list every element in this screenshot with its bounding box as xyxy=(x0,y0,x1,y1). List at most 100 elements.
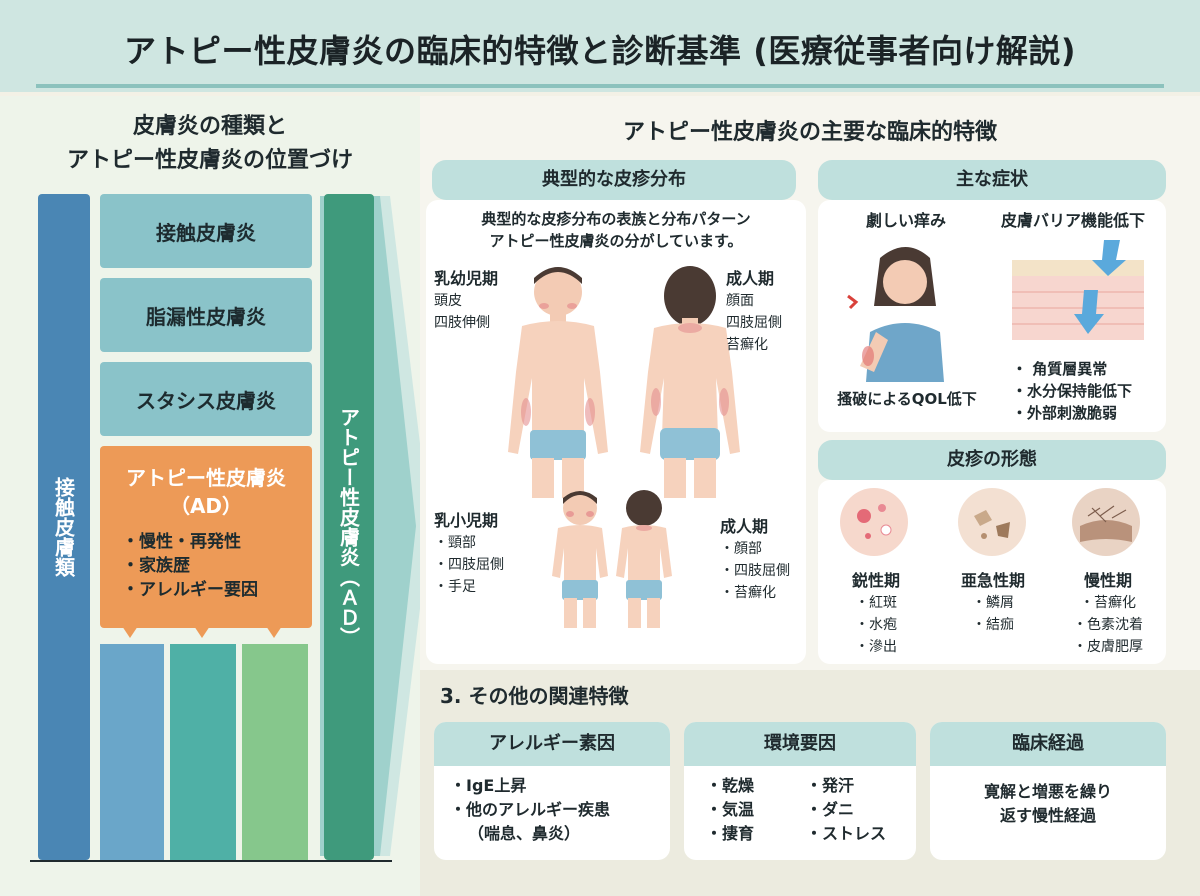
child-front-figure xyxy=(552,491,608,628)
stage-item: 苔癬化 xyxy=(726,337,768,353)
chronic-lesion-icon xyxy=(1072,488,1140,556)
title-band xyxy=(0,0,1200,92)
allergy-item: （喘息、鼻炎） xyxy=(468,824,581,843)
adult-front-figure xyxy=(508,267,608,498)
stage-item: ・苔癬化 xyxy=(720,585,776,601)
phase-item: ・滲出 xyxy=(855,639,897,655)
phase-item: ・皮膚肥厚 xyxy=(1073,639,1143,655)
phase-chronic: 慢性期 ・苔癬化 ・色素沈着 ・皮膚肥厚 xyxy=(1058,570,1158,658)
stage-child: 乳小児期 ・頸部 ・四肢屈側 ・手足 xyxy=(434,510,534,598)
dermatitis-box-label: 脂漏性皮膚炎 xyxy=(146,304,266,329)
allergy-card-title: アレルギー素因 xyxy=(434,722,670,766)
phase-name: 亜急性期 xyxy=(960,571,1025,590)
phase-item: ・水疱 xyxy=(855,617,897,633)
phase-subacute: 亜急性期 ・鱗屑 ・結痂 xyxy=(946,570,1040,636)
stage-adult-bottom: 成人期 ・顔部 ・四肢屈側 ・苔癬化 xyxy=(720,516,806,604)
environment-col1: ・乾燥 ・気温 ・捿育 xyxy=(706,774,796,846)
stage-item: ・四肢屈側 xyxy=(434,557,504,573)
dermatitis-box-label: スタシス皮膚炎 xyxy=(136,388,276,413)
environment-item: ・ダニ xyxy=(806,800,855,819)
stage-item: 頭皮 xyxy=(434,293,462,309)
ad-box-title: アトピー性皮膚炎 xyxy=(126,466,286,490)
left-heading-line1: 皮膚炎の種類と xyxy=(132,114,287,139)
adult-back-figure xyxy=(640,266,740,498)
subacute-lesion-icon xyxy=(958,488,1026,556)
ad-box: アトピー性皮膚炎 （AD） ・慢性・再発性 ・家族歴 ・アレルギー要因 xyxy=(100,446,312,628)
ad-box-pointers xyxy=(122,626,282,638)
environment-item: ・発汗 xyxy=(806,776,855,795)
stage-item: ・顔部 xyxy=(720,541,762,557)
stage-name: 成人期 xyxy=(720,517,769,536)
phase-item: ・苔癬化 xyxy=(1080,595,1136,611)
dermatitis-box-stasis: スタシス皮膚炎 xyxy=(100,362,312,436)
course-text-line2: 返す慢性経過 xyxy=(999,806,1096,825)
acute-lesion-icon xyxy=(840,488,908,556)
allergy-items: ・IgE上昇 ・他のアレルギー疾患 （喘息、鼻炎） xyxy=(450,774,664,846)
barrier-item: ・水分保持能低下 xyxy=(1012,382,1133,400)
distribution-card xyxy=(426,200,806,664)
skin-barrier-illustration xyxy=(1012,240,1144,340)
title-underline xyxy=(36,84,1164,88)
phase-name: 鋭性期 xyxy=(851,571,900,590)
bottom-heading: 3. その他の関連特徴 xyxy=(440,684,629,708)
sub-bar-teal xyxy=(170,644,236,860)
left-heading-line2: アトピー性皮膚炎の位置づけ xyxy=(66,148,353,173)
allergy-item: ・IgE上昇 xyxy=(450,776,527,795)
distribution-desc-line1: 典型的な皮疹分布の表族と分布パターン xyxy=(481,210,751,228)
stage-item: ・頸部 xyxy=(434,535,476,551)
phase-item: ・色素沈着 xyxy=(1073,617,1143,633)
barrier-item: ・外部刺激脆弱 xyxy=(1012,404,1118,422)
qol-label: 搔破によるQOL低下 xyxy=(837,390,977,408)
environment-col2: ・発汗 ・ダニ ・ストレス xyxy=(806,774,910,846)
course-card-title: 臨床経過 xyxy=(930,722,1166,766)
stage-item: 顔面 xyxy=(726,293,754,309)
stage-name: 乳小児期 xyxy=(434,511,499,530)
ad-box-item: ・家族歴 xyxy=(122,556,190,576)
stage-name: 乳幼児期 xyxy=(434,269,499,288)
stage-item: 四肢伸側 xyxy=(434,315,490,331)
outer-category-bar: 接触皮膚類 xyxy=(38,194,90,860)
ad-category-bar: アトピー性皮膚炎（ＡＤ） xyxy=(324,194,374,860)
environment-item: ・ストレス xyxy=(806,824,887,843)
phase-name: 慢性期 xyxy=(1083,571,1132,590)
barrier-items: ・ 角質層異常 ・水分保持能低下 ・外部刺激脆弱 xyxy=(1012,358,1162,424)
environment-item: ・捿育 xyxy=(706,824,755,843)
stage-item: 四肢屈側 xyxy=(726,315,782,331)
phase-acute: 鋭性期 ・紅斑 ・水疱 ・滲出 xyxy=(834,570,918,658)
dermatitis-box-seborrheic: 脂漏性皮膚炎 xyxy=(100,278,312,352)
environment-card-title: 環境要因 xyxy=(684,722,916,766)
course-text-line1: 寛解と増悪を繰り xyxy=(983,782,1112,801)
distribution-desc-line2: アトピー性皮膚炎の分がしています。 xyxy=(489,232,743,250)
phase-item: ・鱗屑 xyxy=(972,595,1014,611)
allergy-item: ・他のアレルギー疾患 xyxy=(450,800,611,819)
ad-box-item: ・慢性・再発性 xyxy=(122,532,241,552)
ad-box-subtitle: （AD） xyxy=(169,494,243,518)
stage-adult-top: 成人期 顔面 四肢屈側 苔癬化 xyxy=(726,268,806,356)
morphology-pill: 皮疹の形態 xyxy=(818,440,1166,480)
phase-item: ・結痂 xyxy=(972,617,1014,633)
baseline xyxy=(30,860,392,862)
environment-item: ・気温 xyxy=(706,800,755,819)
stage-item: ・四肢屈側 xyxy=(720,563,790,579)
sub-bar-green xyxy=(242,644,308,860)
itch-label: 劇しい痒み xyxy=(865,211,946,230)
stage-name: 成人期 xyxy=(726,269,775,288)
dermatitis-box-label: 接触皮膚炎 xyxy=(156,220,256,245)
distribution-pill: 典型的な皮疹分布 xyxy=(432,160,796,200)
ad-category-label: アトピー性皮膚炎（ＡＤ） xyxy=(336,407,361,647)
symptoms-pill: 主な症状 xyxy=(818,160,1166,200)
right-heading: アトピー性皮膚炎の主要な臨床的特徴 xyxy=(622,120,997,145)
ad-box-item: ・アレルギー要因 xyxy=(122,580,258,600)
barrier-label: 皮膚バリア機能低下 xyxy=(1000,211,1145,230)
sub-bar-blue xyxy=(100,644,164,860)
stage-infant: 乳幼児期 頭皮 四肢伸側 xyxy=(434,268,524,334)
phase-item: ・紅斑 xyxy=(855,595,897,611)
barrier-item: ・ 角質層異常 xyxy=(1012,360,1108,378)
stage-item: ・手足 xyxy=(434,579,476,595)
outer-category-label: 接触皮膚類 xyxy=(51,477,76,577)
child-back-figure xyxy=(616,490,672,628)
dermatitis-box-contact: 接触皮膚炎 xyxy=(100,194,312,268)
page-title: アトピー性皮膚炎の臨床的特徴と診断基準 (医療従事者向け解説) xyxy=(124,32,1076,70)
itching-person-illustration xyxy=(847,247,944,382)
environment-item: ・乾燥 xyxy=(706,776,755,795)
